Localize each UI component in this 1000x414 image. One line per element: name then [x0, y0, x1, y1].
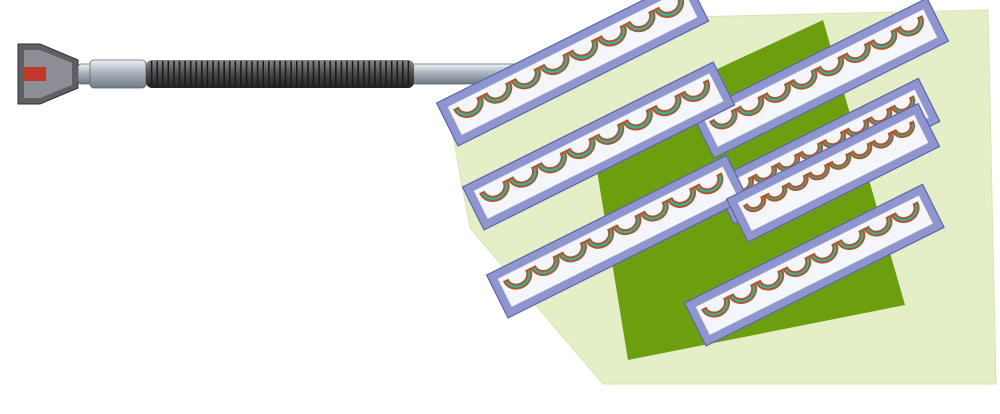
cup: [782, 255, 812, 277]
cup: [788, 68, 818, 90]
cup: [755, 268, 785, 291]
cup: [650, 93, 682, 117]
tray-7: [683, 183, 945, 347]
injection-rod-tool: [17, 43, 562, 105]
cup: [849, 141, 873, 160]
tray-inner: [702, 8, 939, 148]
tray-inner: [446, 0, 699, 136]
cup: [806, 162, 830, 181]
cup: [624, 9, 656, 33]
cup: [868, 28, 898, 50]
cup: [679, 79, 711, 102]
cup: [639, 199, 669, 222]
tray-inner: [496, 165, 738, 308]
cup: [584, 226, 615, 249]
cup: [479, 179, 510, 202]
cup: [694, 172, 724, 195]
tray-2: [691, 0, 950, 159]
cup: [836, 228, 866, 250]
cup: [612, 213, 642, 236]
cup: [895, 15, 924, 37]
cup: [593, 121, 625, 145]
rod-collar: [89, 59, 147, 89]
tray-6: [725, 102, 941, 243]
cup: [785, 173, 809, 191]
cup: [536, 150, 567, 174]
cup: [701, 295, 731, 318]
cup: [596, 23, 627, 47]
cup: [870, 131, 894, 149]
cup: [530, 254, 560, 276]
cup: [842, 41, 871, 63]
tray-3: [461, 61, 736, 231]
cup: [564, 136, 596, 160]
cup: [735, 94, 765, 117]
tray-inner: [472, 72, 725, 220]
cup: [453, 95, 484, 118]
cup: [809, 241, 839, 264]
cup: [503, 267, 533, 290]
cup: [815, 54, 845, 77]
cup: [666, 186, 697, 208]
cup: [622, 107, 653, 131]
tray-array: [435, 0, 950, 347]
cup: [764, 183, 788, 202]
tray-1: [435, 0, 710, 147]
cup: [481, 80, 513, 104]
cup: [507, 164, 539, 188]
cup: [742, 194, 767, 213]
cup: [510, 66, 541, 90]
cup: [653, 0, 685, 18]
tray-inner: [694, 194, 934, 336]
cup: [827, 152, 852, 170]
cup: [891, 120, 915, 138]
cup: [709, 107, 738, 130]
cup: [762, 81, 791, 103]
cup: [863, 214, 893, 237]
rod-base-accent: [24, 67, 46, 81]
cup: [538, 52, 570, 76]
cup: [728, 282, 758, 305]
cup: [890, 201, 920, 223]
cup: [557, 240, 587, 263]
cup: [567, 37, 599, 61]
rod-base-bevel: [24, 50, 72, 98]
tray-5: [485, 154, 749, 319]
